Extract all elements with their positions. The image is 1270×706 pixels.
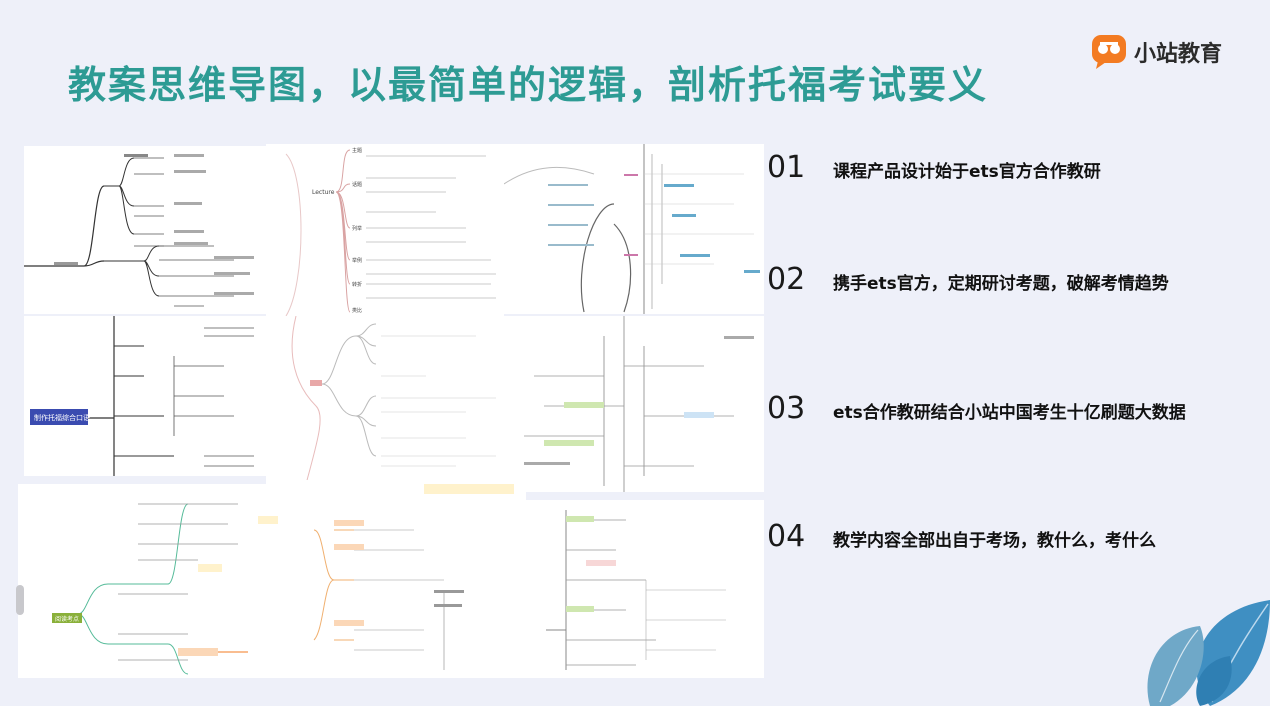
- point-number: 02: [767, 262, 806, 297]
- point-number: 04: [767, 519, 806, 554]
- mindmap-root-badge: 制作托福综合口语: [34, 413, 90, 422]
- mindmap-thumbnail-9: [526, 500, 764, 678]
- brand-name: 小站教育: [1134, 42, 1223, 67]
- brand-logo: 小站教育: [1090, 33, 1222, 71]
- mindmap-thumbnail-6: [504, 316, 764, 492]
- point-number: 03: [767, 391, 806, 426]
- node-label: 话题: [352, 181, 362, 188]
- point-number: 01: [767, 150, 806, 185]
- point-text: ets合作教研结合小站中国考生十亿刷题大数据: [833, 403, 1186, 423]
- leaf-decoration-icon: [1147, 600, 1270, 706]
- node-label: 举例: [352, 257, 362, 264]
- mindmap-thumbnail-2: Lecture 主题 话题 列举 举例 转折 类比: [266, 144, 504, 316]
- point-text: 携手ets官方，定期研讨考题，破解考情趋势: [833, 274, 1169, 294]
- node-label: 类比: [352, 307, 362, 314]
- node-label: 转折: [352, 281, 362, 288]
- node-label: 列举: [352, 225, 362, 232]
- mindmap-thumbnail-7: 阅读考点: [18, 484, 294, 678]
- key-point-1: 01 课程产品设计始于ets官方合作教研: [767, 150, 1101, 185]
- mindmap-root-label: Lecture: [312, 189, 335, 196]
- mindmap-thumbnail-3: [504, 144, 764, 314]
- mindmap-root-tag: 阅读考点: [55, 615, 79, 623]
- point-text: 教学内容全部出自于考场，教什么，考什么: [833, 531, 1156, 551]
- point-text: 课程产品设计始于ets官方合作教研: [833, 162, 1101, 182]
- mindmap-thumbnail-4: 制作托福综合口语: [24, 316, 266, 476]
- key-point-4: 04 教学内容全部出自于考场，教什么，考什么: [767, 519, 1156, 554]
- key-point-3: 03 ets合作教研结合小站中国考生十亿刷题大数据: [767, 391, 1186, 426]
- slide-scroll-indicator[interactable]: [16, 585, 24, 615]
- logo-icon: [1092, 35, 1126, 69]
- mindmap-thumbnail-8: [294, 480, 526, 678]
- mindmap-thumbnail-5: [266, 316, 504, 484]
- node-label: 主题: [352, 147, 362, 154]
- mindmap-thumbnail-1: [24, 146, 266, 314]
- key-point-2: 02 携手ets官方，定期研讨考题，破解考情趋势: [767, 262, 1169, 297]
- page-title: 教案思维导图，以最简单的逻辑，剖析托福考试要义: [68, 63, 989, 107]
